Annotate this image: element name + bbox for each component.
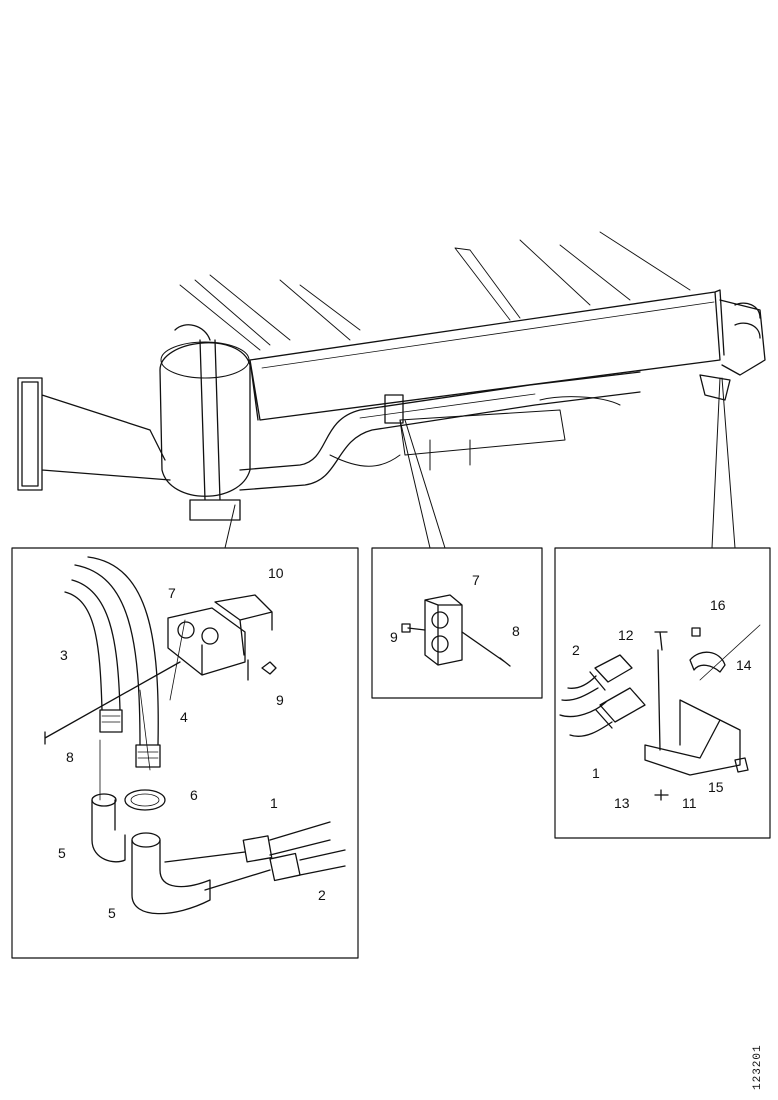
- clamp-block-middle: [424, 594, 463, 666]
- callout-14: 14: [736, 657, 752, 673]
- leader-middle: [399, 419, 446, 549]
- bolt-12: [654, 631, 668, 751]
- nut-9-middle: [401, 623, 426, 633]
- callout-9-middle: 9: [390, 629, 398, 645]
- nut-9-left: [247, 659, 277, 681]
- callout-8: 8: [66, 749, 74, 765]
- callout-1-right: 1: [592, 765, 600, 781]
- elbow-5-upper: [91, 799, 126, 863]
- pipe-1-left: [164, 821, 331, 863]
- down-pipes: [174, 324, 241, 521]
- clamp-6: [124, 789, 166, 811]
- frame-rail: [249, 289, 725, 421]
- bracket-10: [214, 594, 273, 656]
- pipe-1-right: [559, 701, 613, 737]
- callout-2-right: 2: [572, 642, 580, 658]
- callout-5-lower: 5: [108, 905, 116, 921]
- pipe-4: [74, 556, 159, 746]
- callout-7-middle: 7: [472, 572, 480, 588]
- elbow-5-lower: [131, 839, 211, 915]
- clamp-block: [167, 607, 246, 676]
- callout-2-left: 2: [318, 887, 326, 903]
- exhaust-pipe-upper: [239, 371, 641, 471]
- rail-clamp: [384, 394, 404, 424]
- pipe-2-right: [561, 675, 599, 701]
- callout-7: 7: [168, 585, 176, 601]
- callout-9: 9: [276, 692, 284, 708]
- callout-8-middle: 8: [512, 623, 520, 639]
- pipe-3: [64, 579, 121, 711]
- leader-right: [711, 377, 736, 549]
- callout-10: 10: [268, 565, 284, 581]
- callout-12: 12: [618, 627, 634, 643]
- callout-5-upper: 5: [58, 845, 66, 861]
- muffler: [159, 342, 251, 497]
- callout-3: 3: [60, 647, 68, 663]
- bolt-8-middle: [461, 631, 511, 667]
- pipe-2-left: [204, 849, 346, 891]
- figure-reference-code: 123201: [752, 1044, 764, 1090]
- callout-1-left: 1: [270, 795, 278, 811]
- bracket-11: [644, 699, 741, 776]
- coupling-2: [589, 654, 633, 691]
- detail-panel-left: 10 7 3 4 9 8 6 5 5 1 2: [11, 547, 359, 959]
- bolt-16: [691, 627, 701, 637]
- callout-4: 4: [180, 709, 188, 725]
- bolt-13: [654, 789, 669, 801]
- lower-components: [329, 396, 621, 471]
- bolt-15: [734, 757, 749, 773]
- side-bracket: [17, 377, 171, 491]
- callout-11: 11: [682, 795, 697, 811]
- callout-16: 16: [710, 597, 726, 613]
- chassis-assembly-view: [17, 231, 766, 549]
- rear-outlet: [699, 299, 766, 401]
- callout-6: 6: [190, 787, 198, 803]
- exhaust-pipe-lower: [239, 391, 641, 491]
- callout-15: 15: [708, 779, 724, 795]
- coupling-1: [595, 687, 646, 729]
- callout-13: 13: [614, 795, 630, 811]
- bolt-8-left: [44, 661, 181, 745]
- leader-left: [224, 504, 236, 549]
- cross-member-lines: [179, 231, 691, 351]
- detail-panel-right: 16 12 2 14 1 15 13 11: [554, 547, 771, 839]
- clamp-14: [689, 651, 726, 673]
- detail-panel-middle: 7 9 8: [371, 547, 543, 699]
